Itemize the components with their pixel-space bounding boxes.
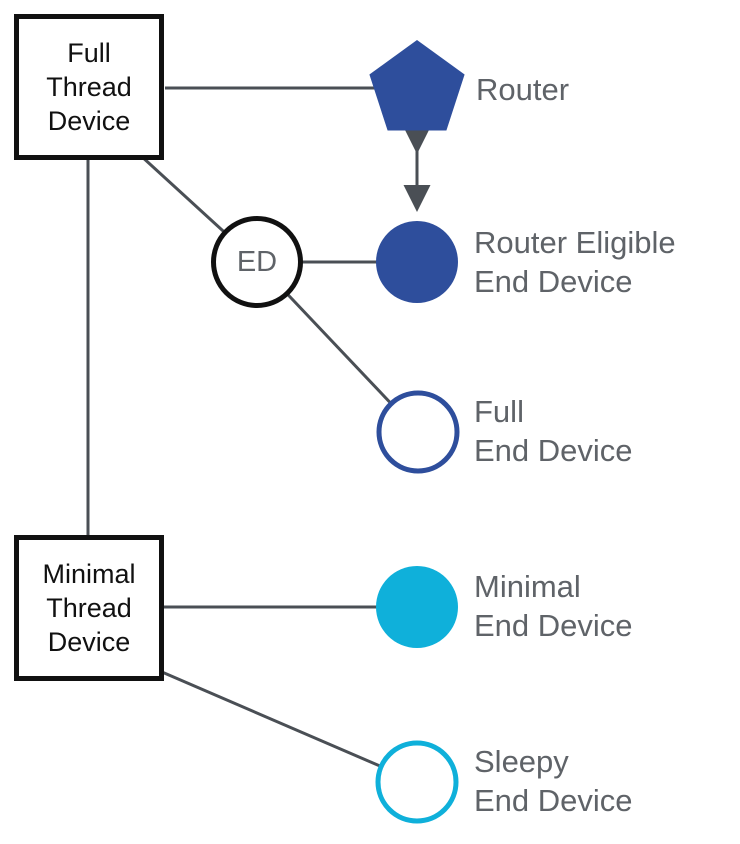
full-end-device-circle bbox=[376, 390, 460, 474]
sleepy-end-device-label: Sleepy End Device bbox=[474, 744, 633, 818]
full-thread-device-box: Full Thread Device bbox=[14, 14, 164, 160]
router-eligible-end-device-circle bbox=[376, 221, 458, 303]
router-pentagon bbox=[369, 40, 465, 131]
router-label: Router bbox=[476, 71, 570, 107]
minimal-end-device-circle bbox=[376, 566, 458, 648]
minimal-thread-device-label: Minimal Thread Device bbox=[42, 559, 136, 657]
minimal-end-device-label: Minimal End Device bbox=[474, 569, 633, 643]
full-end-device-label: Full End Device bbox=[474, 394, 633, 468]
edge-mtd-sed bbox=[147, 664, 418, 784]
full-thread-device-label: Full Thread Device bbox=[46, 38, 132, 136]
ed-label: ED bbox=[236, 245, 278, 278]
minimal-thread-device-box: Minimal Thread Device bbox=[14, 535, 164, 681]
sleepy-end-device-circle bbox=[375, 740, 459, 824]
router-eligible-end-device-label: Router Eligible End Device bbox=[474, 225, 676, 299]
ed-circle: ED bbox=[211, 216, 303, 308]
